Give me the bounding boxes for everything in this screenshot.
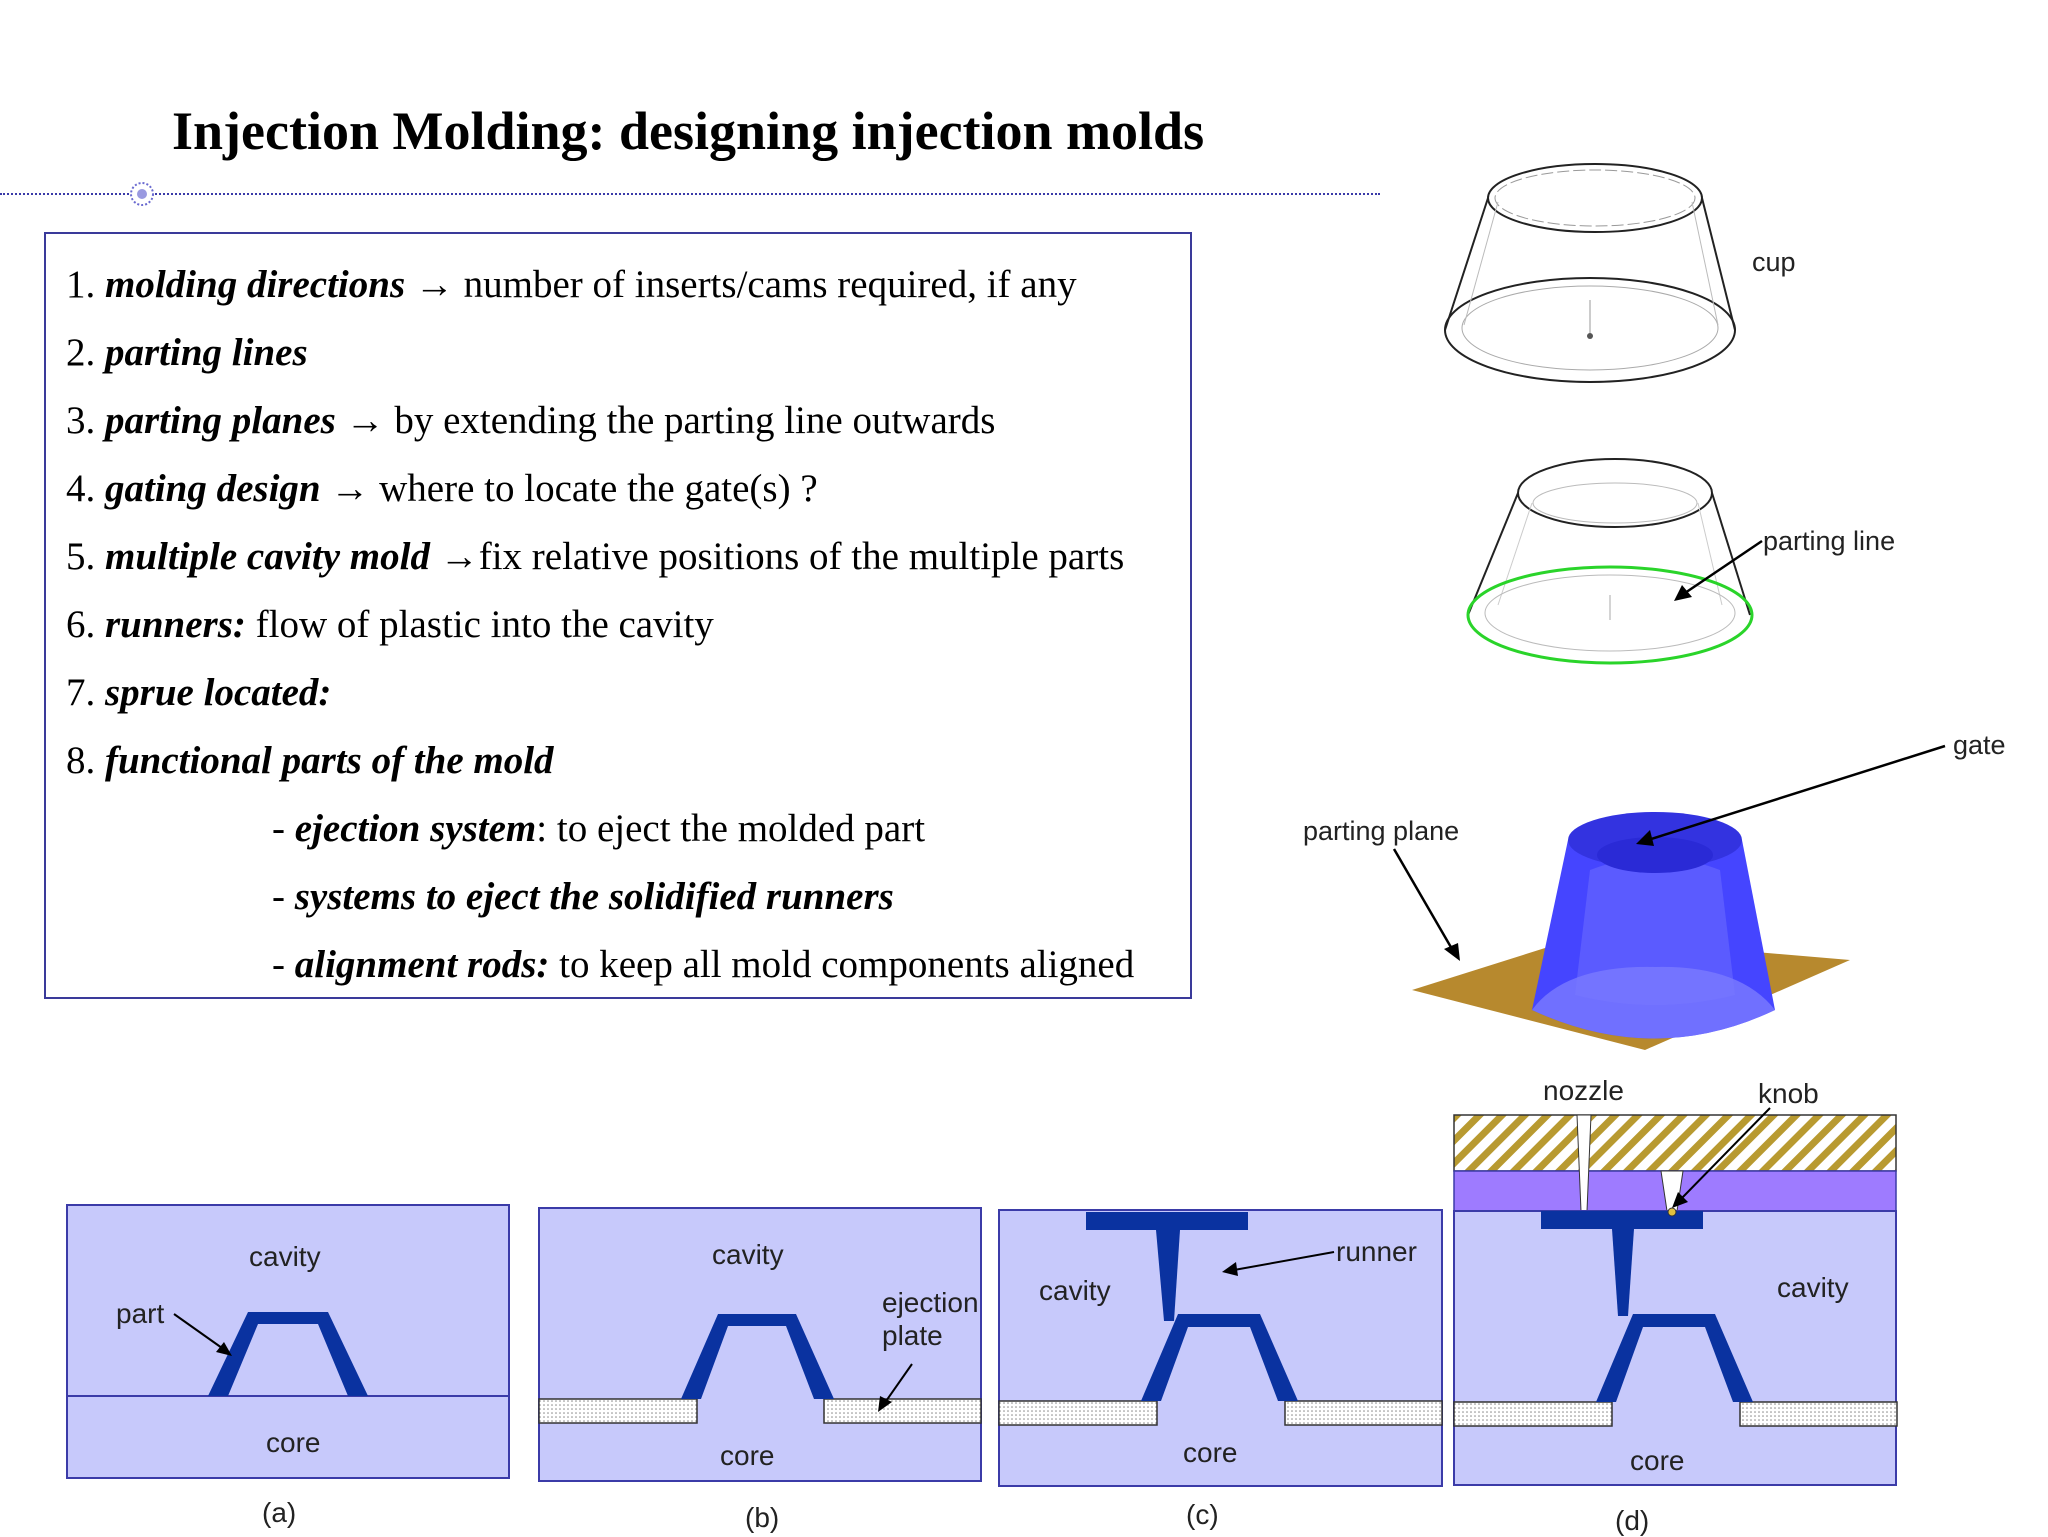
core-label: core [266,1427,321,1458]
parting-plane-arrow [1392,848,1460,961]
parting-plane-figure [1412,812,1850,1050]
list-item: 6. runners: flow of plastic into the cav… [66,603,714,646]
part-arrow [173,1313,232,1356]
caption-d: (d) [1615,1505,1650,1536]
list-item: 2. parting lines [66,331,308,374]
caption-b: (b) [745,1502,780,1533]
list-item: 1. molding directions → number of insert… [66,263,1077,306]
divider-ornament-icon [130,182,154,206]
mold-panel-c [998,1209,1443,1487]
cup-wireframe-figure [1444,163,1736,383]
cup-label: cup [1752,247,1796,277]
parting-line-label: parting line [1763,526,1896,556]
knob-arrow [1672,1107,1771,1208]
knob-label: knob [1758,1078,1819,1109]
core-label: core [1183,1437,1238,1468]
sub-list-item: - ejection system: to eject the molded p… [272,807,926,850]
gate-arrow [1636,744,1946,846]
nozzle-label: nozzle [1543,1075,1624,1106]
ejection-plate-arrow [878,1363,913,1412]
list-item: 5. multiple cavity mold →fix relative po… [66,535,1125,578]
page-title: Injection Molding: designing injection m… [172,101,1205,161]
parting-line-figure [1466,458,1754,665]
caption-c: (c) [1186,1499,1219,1530]
ejection-plate-label: plate [882,1320,943,1351]
list-item: 4. gating design → where to locate the g… [66,467,818,510]
list-item: 8. functional parts of the mold [66,739,554,782]
sub-list-item: - alignment rods: to keep all mold compo… [272,943,1135,986]
part-label: part [116,1298,165,1329]
caption-a: (a) [262,1497,297,1528]
sub-list-item: - systems to eject the solidified runner… [272,875,894,918]
gate-label: gate [1953,730,2006,760]
parting-line-arrow [1674,539,1763,601]
cavity-label: cavity [249,1241,321,1272]
mold-panel-d [1453,1114,1898,1486]
title-divider [0,193,1380,195]
mold-panel-b [538,1207,982,1482]
cavity-label: cavity [1777,1272,1849,1303]
cavity-label: cavity [712,1239,784,1270]
ejection-plate-label: ejection [882,1287,979,1318]
parting-plane-label: parting plane [1303,816,1460,846]
cavity-label: cavity [1039,1275,1111,1306]
core-label: core [1630,1445,1685,1476]
list-item: 3. parting planes → by extending the par… [66,399,996,442]
runner-label: runner [1336,1236,1417,1267]
list-item: 7. sprue located: [66,671,332,714]
design-steps-box [44,232,1192,999]
mold-panel-a [66,1204,510,1479]
runner-arrow [1222,1251,1335,1276]
core-label: core [720,1440,775,1471]
